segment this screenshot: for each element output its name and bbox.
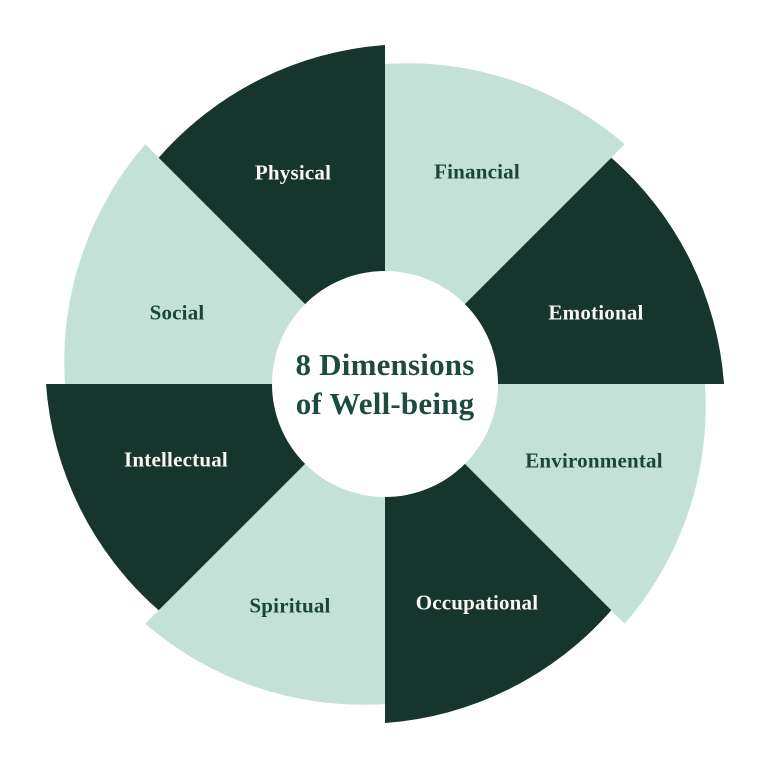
sector-label-intellectual: Intellectual [124,447,228,472]
sector-label-financial: Financial [434,159,520,184]
sector-label-occupational: Occupational [415,590,539,615]
wheel-title: 8 Dimensions of Well-being [296,345,475,423]
sector-label-environmental: Environmental [525,448,663,473]
sector-label-emotional: Emotional [548,300,644,325]
sector-label-spiritual: Spiritual [249,593,331,618]
sector-label-social: Social [149,300,205,325]
sector-label-physical: Physical [254,160,332,185]
center-hub [272,271,498,497]
wheel-title-line1: 8 Dimensions [295,346,475,382]
wheel-title-line2: of Well-being [295,386,475,421]
